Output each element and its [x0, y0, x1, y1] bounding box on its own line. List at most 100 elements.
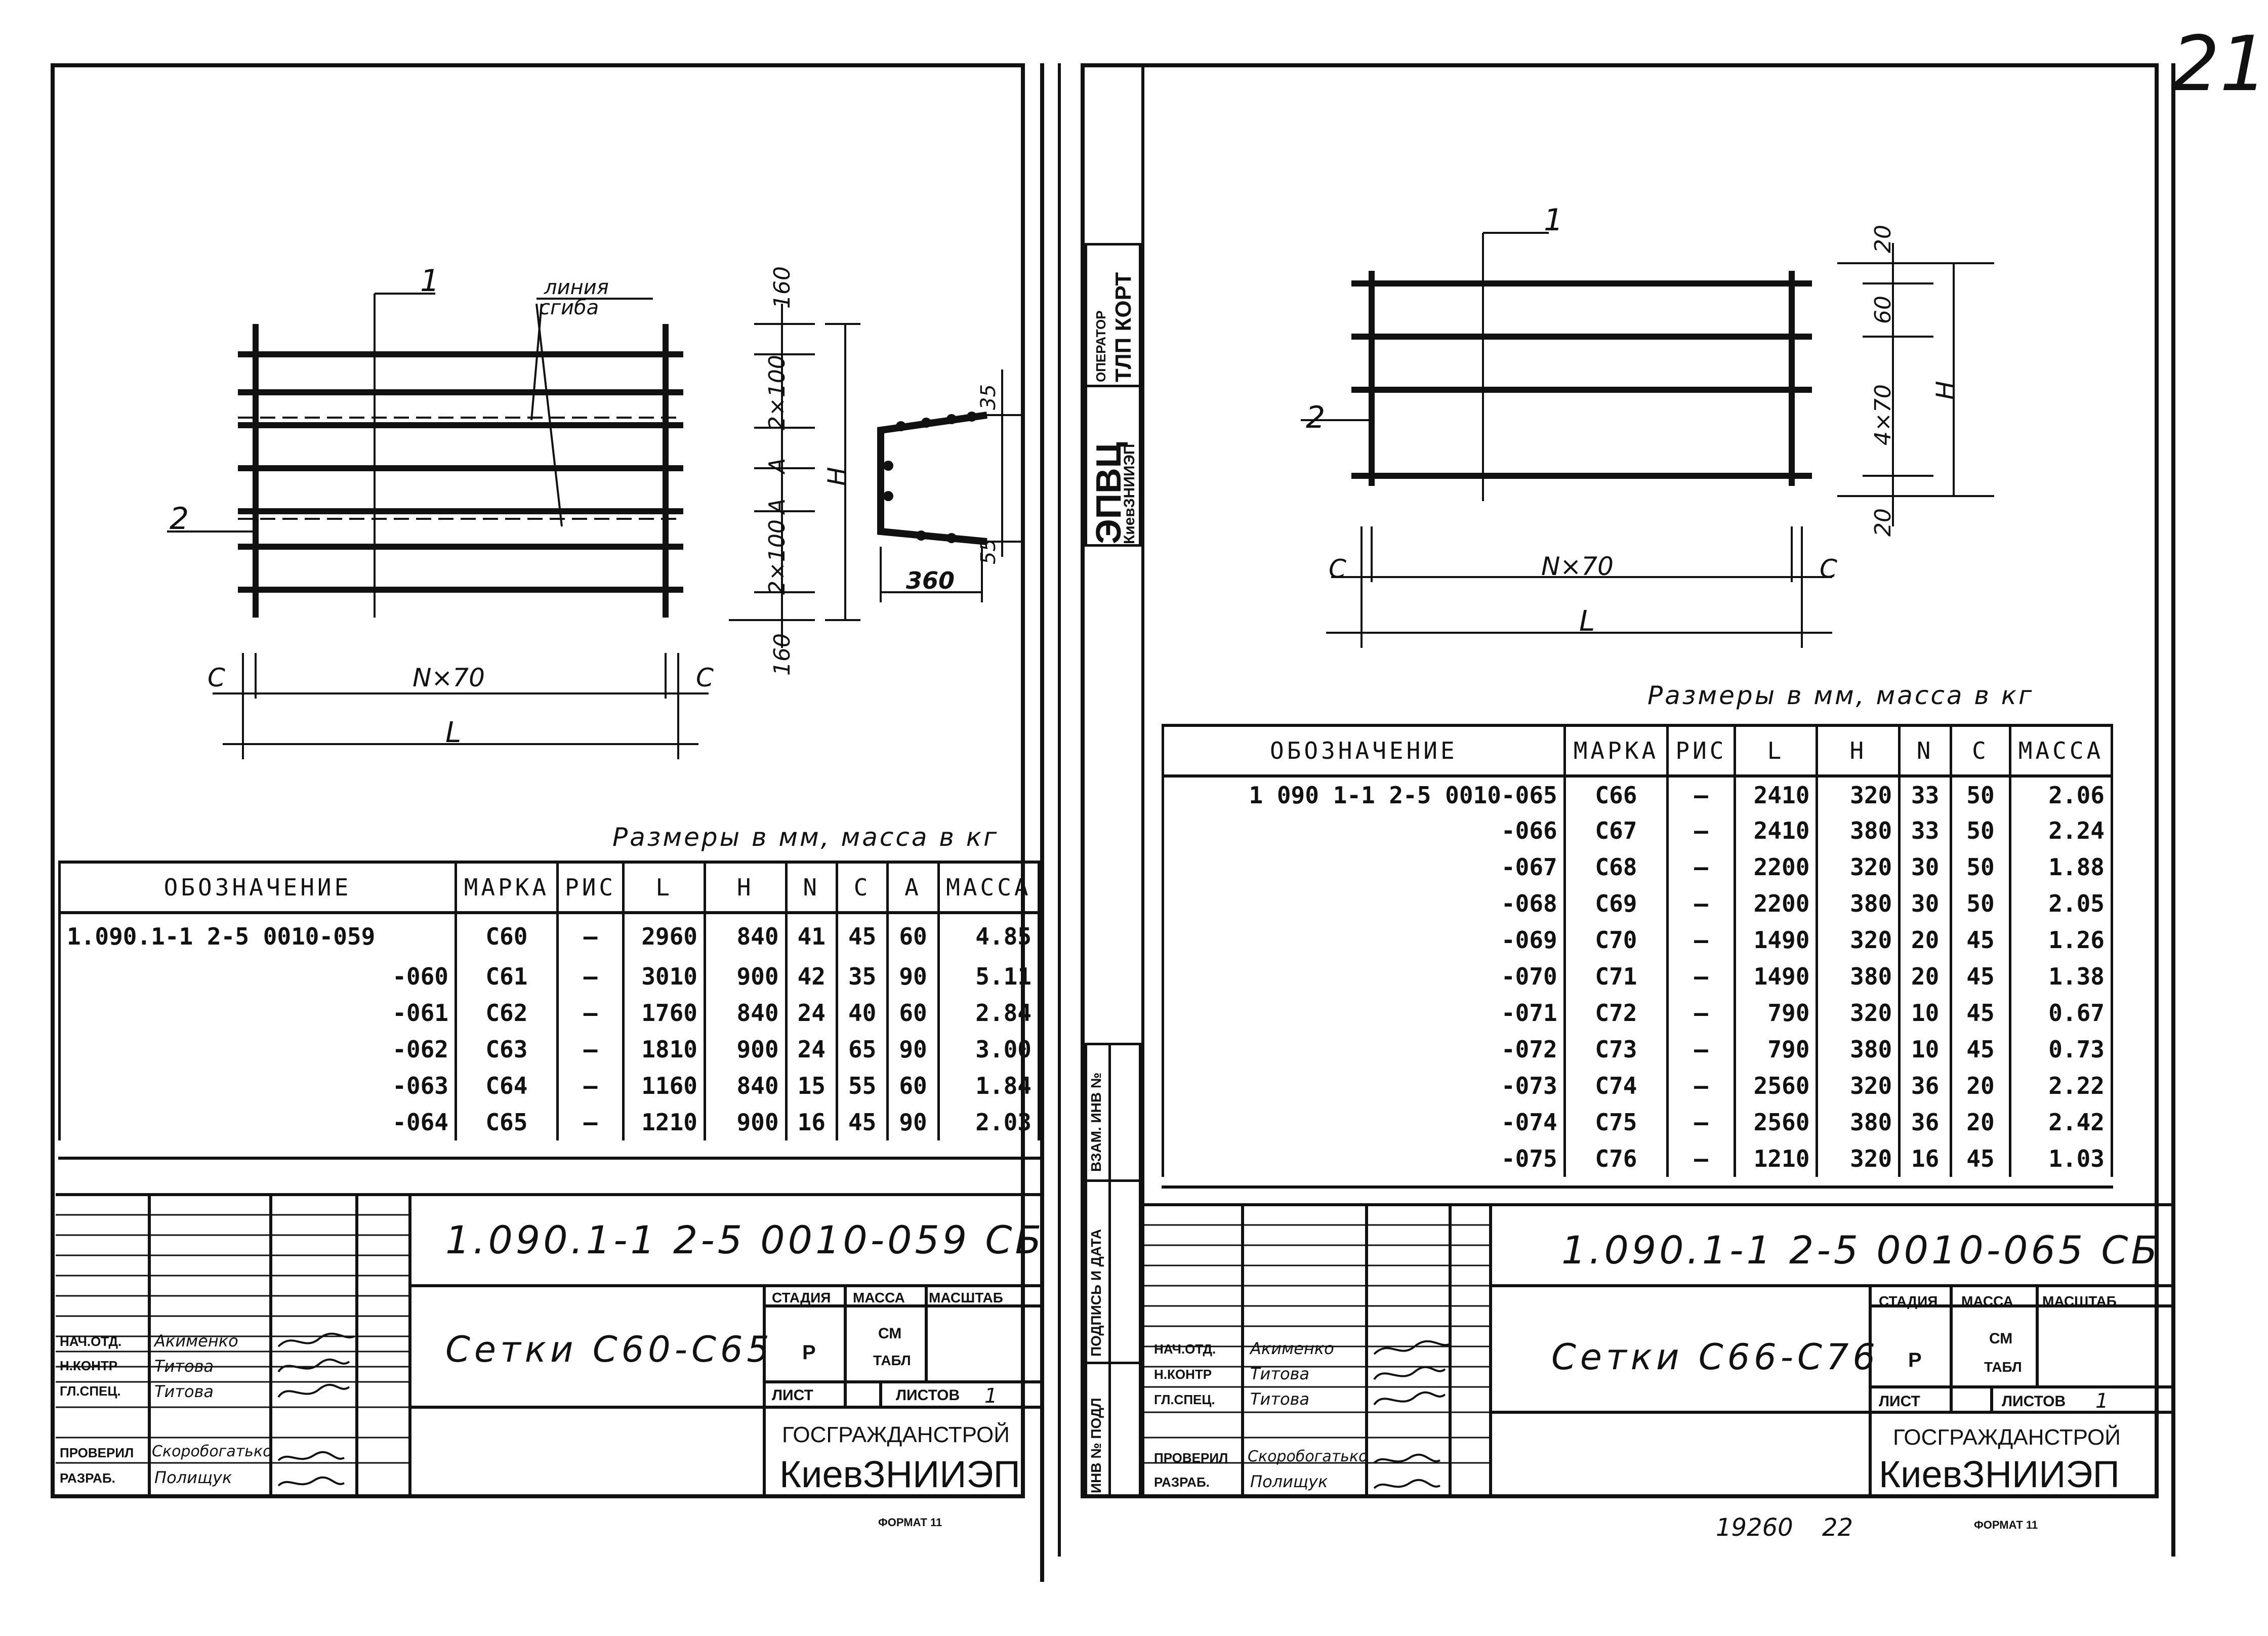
right-dim-L: L	[1579, 605, 1595, 638]
right-dim-c-right: C	[1820, 554, 1837, 584]
right-cell-mark: С68	[1563, 849, 1669, 885]
right-stage-label: СТАДИЯ	[1879, 1293, 1938, 1309]
left-title: Сетки С60-С65	[445, 1329, 773, 1370]
left-cell-A: 60	[886, 1068, 940, 1104]
right-name-1: Титова	[1250, 1364, 1310, 1383]
left-scale-label: МАСШТАБ	[929, 1290, 1003, 1305]
table-row: -074 С75 — 2560 380 36 20 2.42	[1162, 1104, 2113, 1140]
left-dim-n70: N×70	[413, 663, 485, 692]
right-cell-mark: С74	[1563, 1068, 1669, 1104]
right-cell-H: 380	[1816, 1031, 1901, 1068]
left-cell-L: 1210	[622, 1104, 706, 1140]
table-row: -070 С71 — 1490 380 20 45 1.38	[1162, 958, 2113, 995]
left-cell-mark: С64	[455, 1068, 559, 1104]
left-cell-mark: С61	[455, 958, 559, 995]
table-row: -063 С64 — 1160 840 15 55 60 1.84	[58, 1068, 1041, 1104]
right-cell-C: 50	[1949, 885, 2012, 922]
right-role-3: ПРОВЕРИЛ	[1154, 1450, 1228, 1465]
right-cell-C: 20	[1949, 1068, 2012, 1104]
left-cell-H: 900	[703, 1104, 788, 1140]
left-cell-H: 840	[703, 995, 788, 1031]
center-fold-line	[1058, 63, 1061, 1557]
right-cell-fig: —	[1666, 1104, 1736, 1140]
right-side-label-0: ВЗАМ. ИНВ №	[1088, 1072, 1104, 1172]
right-cell-C: 45	[1949, 922, 2012, 958]
left-dim-a-top: A	[764, 458, 790, 473]
right-role-1: Н.КОНТР	[1154, 1367, 1212, 1382]
right-cell-designation: -071	[1162, 995, 1566, 1031]
left-cell-H: 900	[703, 1031, 788, 1068]
left-mass-value-1: СМ	[878, 1325, 902, 1342]
left-name-2: Титова	[154, 1382, 214, 1401]
left-role-3: ПРОВЕРИЛ	[60, 1445, 134, 1460]
right-cell-mass: 1.88	[2009, 849, 2113, 885]
right-sheet-label: ЛИСТ	[1879, 1393, 1920, 1410]
table-row: -061 С62 — 1760 840 24 40 60 2.84	[58, 995, 1041, 1031]
left-th-H: H	[703, 861, 788, 914]
left-bend-line-label-2: сгиба	[539, 296, 599, 319]
right-stage-value: Р	[1908, 1349, 1922, 1371]
left-cell-H: 900	[703, 958, 788, 995]
table-row: -075 С76 — 1210 320 16 45 1.03	[1162, 1140, 2113, 1177]
right-cell-mass: 1.26	[2009, 922, 2113, 958]
right-cell-C: 50	[1949, 849, 2012, 885]
right-cell-N: 30	[1898, 885, 1952, 922]
right-role-2: ГЛ.СПЕЦ.	[1154, 1392, 1215, 1407]
table-row: -073 С74 — 2560 320 36 20 2.22	[1162, 1068, 2113, 1104]
right-cell-H: 380	[1816, 958, 1901, 995]
right-cell-N: 36	[1898, 1068, 1952, 1104]
right-cell-H: 320	[1816, 922, 1901, 958]
right-cell-N: 36	[1898, 1104, 1952, 1140]
left-th-C: C	[835, 861, 889, 914]
table-row: -062 С63 — 1810 900 24 65 90 3.00	[58, 1031, 1041, 1068]
left-title-block-grid	[56, 1193, 1043, 1498]
right-cell-C: 45	[1949, 995, 2012, 1031]
right-cell-fig: —	[1666, 776, 1736, 812]
right-cell-L: 1210	[1733, 1140, 1819, 1177]
table-row: 1.090.1-1 2-5 0010-059 С60 — 2960 840 41…	[58, 913, 1041, 958]
left-drawing	[167, 293, 1022, 759]
right-role-4: РАЗРАБ.	[1154, 1475, 1210, 1490]
left-cell-mass: 5.11	[937, 958, 1041, 995]
right-cell-mark: С69	[1563, 885, 1669, 922]
right-mass-label: МАССА	[1961, 1293, 2013, 1309]
left-sheets-value: 1	[984, 1384, 998, 1408]
right-cell-C: 20	[1949, 1104, 2012, 1140]
right-cell-mass: 0.67	[2009, 995, 2113, 1031]
right-side-div-2	[1085, 1362, 1141, 1364]
right-side-label-1: ПОДПИСЬ И ДАТА	[1088, 1229, 1104, 1357]
left-cell-designation: -064	[58, 1104, 457, 1140]
left-cell-L: 1160	[622, 1068, 706, 1104]
right-cell-mass: 1.03	[2009, 1140, 2113, 1177]
left-sheet	[51, 63, 1025, 1498]
left-cell-C: 40	[835, 995, 889, 1031]
right-dim-20-top: 20	[1870, 225, 1896, 253]
right-cell-H: 320	[1816, 1068, 1901, 1104]
right-th-C: C	[1949, 724, 2012, 778]
right-cell-L: 2560	[1733, 1068, 1819, 1104]
right-cell-L: 2200	[1733, 885, 1819, 922]
table-row: -066 С67 — 2410 380 33 50 2.24	[1162, 812, 2113, 849]
right-th-mass: МАССА	[2009, 724, 2113, 778]
table-row: -071 С72 — 790 320 10 45 0.67	[1162, 995, 2113, 1031]
left-role-0: НАЧ.ОТД.	[60, 1334, 122, 1349]
right-stamp-2: КиевЗНИИЭП	[1121, 443, 1138, 544]
left-cell-fig: —	[556, 1031, 625, 1068]
right-cell-designation: -075	[1162, 1140, 1566, 1177]
right-cell-H: 320	[1816, 995, 1901, 1031]
left-cell-designation: -063	[58, 1068, 457, 1104]
left-org-2: КиевЗНИИЭП	[779, 1453, 1020, 1495]
right-doc-code: 1.090.1-1 2-5 0010-065 СБ	[1561, 1228, 2161, 1273]
left-cell-fig: —	[556, 913, 625, 958]
right-cell-mark: С66	[1563, 776, 1669, 812]
left-dim-2x100-bottom: 2×100	[764, 519, 790, 595]
left-sheet-label: ЛИСТ	[772, 1387, 813, 1404]
right-cell-H: 320	[1816, 776, 1901, 812]
left-name-0: Акименко	[154, 1331, 238, 1351]
right-cell-mark: С71	[1563, 958, 1669, 995]
right-cell-L: 2410	[1733, 812, 1819, 849]
right-cell-mark: С73	[1563, 1031, 1669, 1068]
right-th-designation: ОБОЗНАЧЕНИЕ	[1162, 724, 1566, 778]
left-name-3: Скоробогатько	[152, 1443, 272, 1460]
left-cell-N: 42	[785, 958, 838, 995]
